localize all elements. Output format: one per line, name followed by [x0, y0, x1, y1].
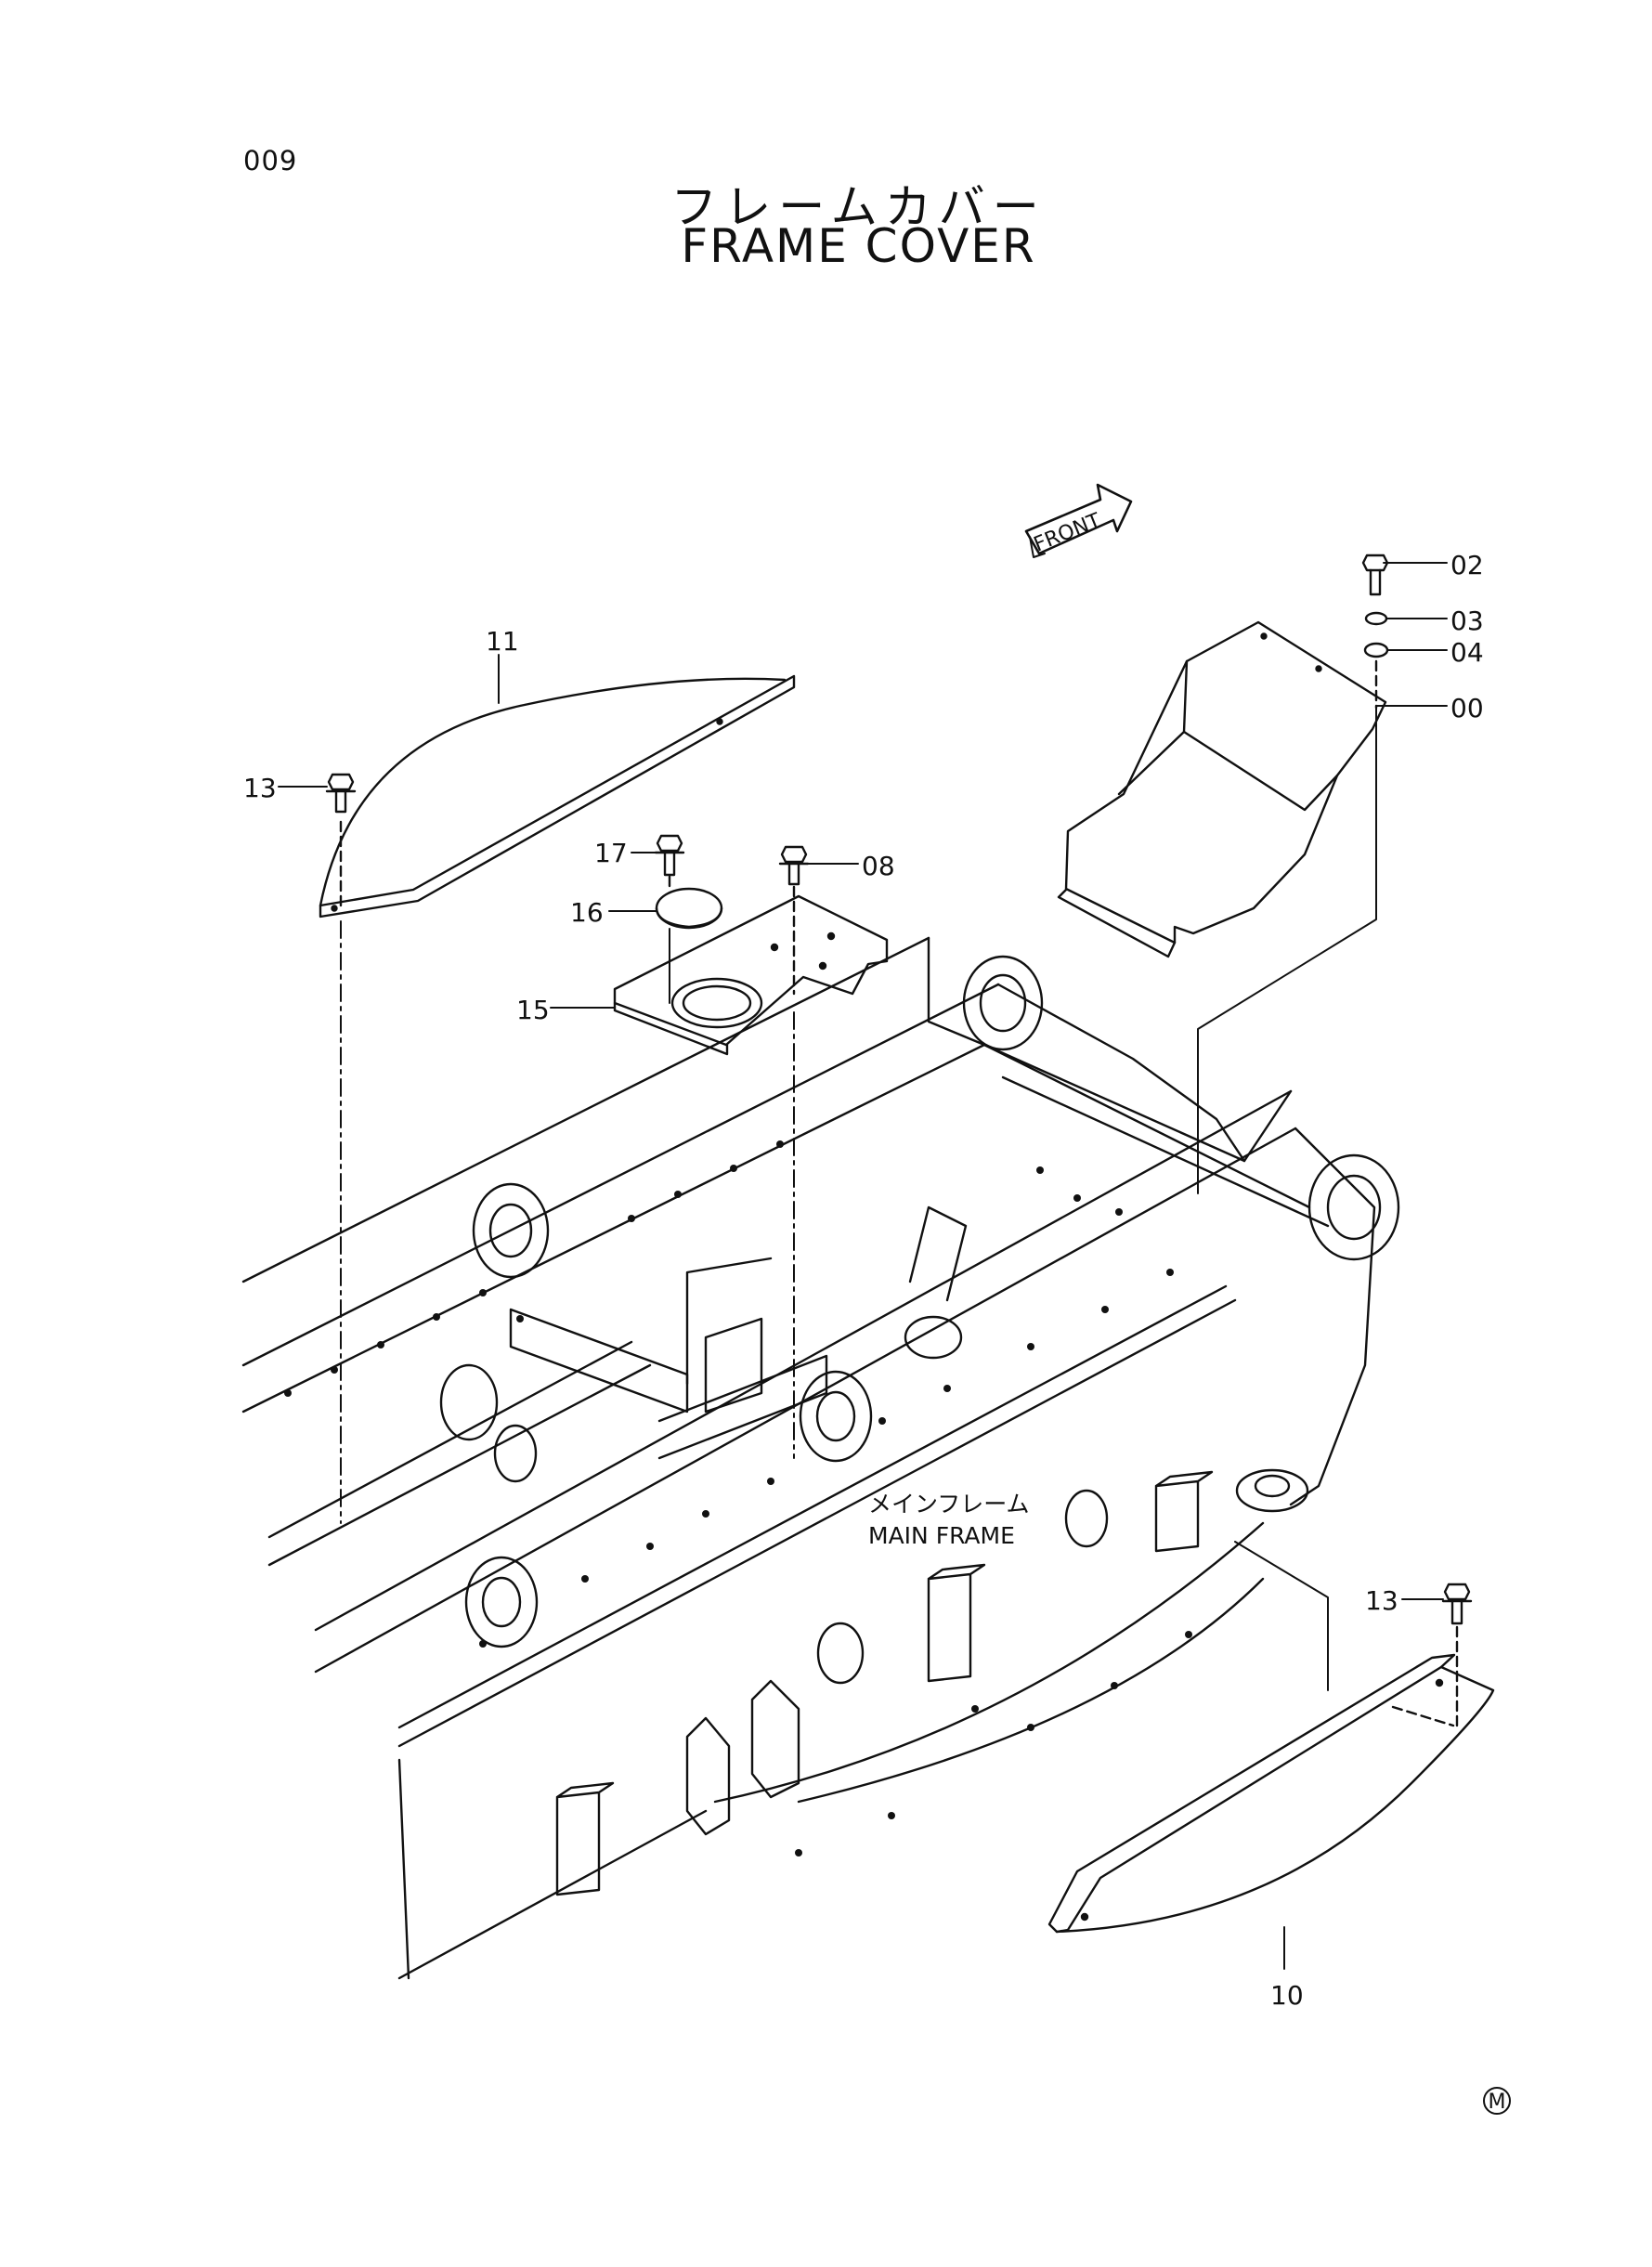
bolt-02-icon: [1361, 554, 1389, 596]
callout-10: 10: [1270, 1980, 1304, 2011]
washer-04-icon: [1363, 642, 1389, 658]
callout-13-right: 13: [1365, 1585, 1398, 1616]
bolt-17-icon: [654, 834, 685, 877]
cover-part-00: [1057, 620, 1387, 958]
corner-mark-letter: M: [1489, 2091, 1506, 2114]
front-direction-arrow: FRONT: [1024, 483, 1133, 558]
bolt-13-left-icon: [325, 773, 357, 814]
callout-15: 15: [516, 995, 550, 1025]
main-frame-label-english: MAIN FRAME: [868, 1522, 1015, 1549]
cover-part-11: [319, 674, 796, 919]
main-frame-label-japanese: メインフレーム: [868, 1491, 1030, 1518]
callout-11: 11: [486, 626, 519, 657]
title-english: FRAME COVER: [681, 219, 1036, 273]
front-arrow-label: FRONT: [1031, 509, 1105, 557]
plate-part-15: [613, 894, 889, 1056]
cap-part-16: [655, 887, 723, 930]
callout-13-left: 13: [243, 773, 277, 803]
callout-08: 08: [862, 851, 895, 881]
callout-04: 04: [1450, 637, 1484, 668]
callout-17: 17: [594, 838, 628, 868]
main-frame: [241, 936, 1400, 1980]
cover-part-10: [1047, 1653, 1495, 1934]
callout-00: 00: [1450, 693, 1484, 723]
callout-03: 03: [1450, 606, 1484, 636]
callout-02: 02: [1450, 550, 1484, 580]
washer-03-icon: [1364, 611, 1388, 626]
bolt-13-right-icon: [1441, 1583, 1473, 1625]
page-number: 009: [243, 145, 298, 176]
title-japanese: フレームカバー: [670, 180, 1047, 234]
bolt-08-icon: [778, 845, 810, 886]
corner-mark: M: [1483, 2087, 1511, 2115]
callout-16: 16: [570, 897, 604, 928]
